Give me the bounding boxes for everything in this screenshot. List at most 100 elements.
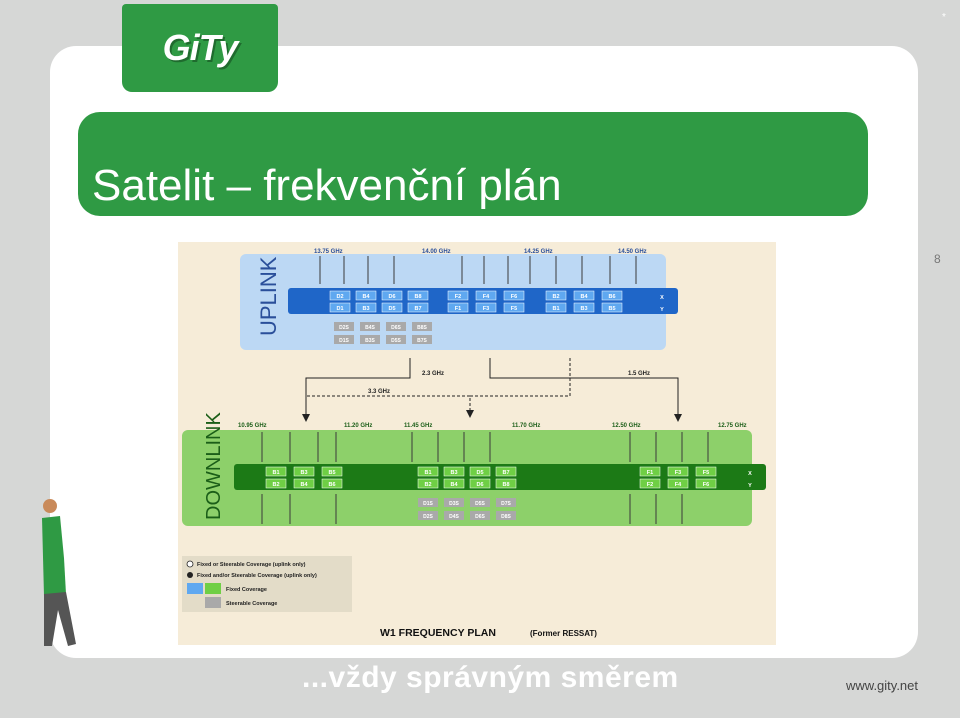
uplink-freq-1: 14.00 GHz — [422, 249, 451, 255]
uplink-ch: B1 — [552, 306, 559, 312]
downlink-steer-ch: D7S — [501, 501, 511, 507]
downlink-steer-ch: D4S — [449, 514, 459, 520]
frequency-plan-figure: UPLINK 13.75 GHz 14.00 GHz 14.25 GHz 14.… — [178, 242, 776, 645]
legend-open-circle-icon — [186, 560, 194, 568]
downlink-ch: D6 — [476, 482, 483, 488]
frequency-plan-diagram: UPLINK 13.75 GHz 14.00 GHz 14.25 GHz 14.… — [182, 249, 766, 639]
downlink-ch: D5 — [476, 470, 483, 476]
downlink-ch: B4 — [300, 482, 308, 488]
title-bar — [78, 112, 868, 216]
legend-fixed-blue-swatch — [187, 583, 203, 594]
uplink-ch: D6 — [388, 294, 395, 300]
gity-logo: GiTy — [162, 27, 239, 68]
downlink-ch: F1 — [647, 470, 653, 476]
uplink-pol-y: Y — [660, 307, 664, 313]
downlink-steer-ch: D8S — [501, 514, 511, 520]
downlink-steer-ch: D6S — [475, 514, 485, 520]
uplink-ch: F6 — [511, 294, 517, 300]
downlink-pol-x: X — [748, 471, 752, 477]
person-head — [43, 499, 57, 513]
downlink-freq-1: 11.20 GHz — [344, 423, 372, 429]
uplink-ch: B3 — [362, 306, 369, 312]
figure-caption: W1 FREQUENCY PLAN — [380, 627, 496, 639]
uplink-steer-ch: D5S — [391, 338, 401, 344]
footer-slogan: ...vždy správným směrem — [302, 661, 679, 694]
uplink-steer-ch: B3S — [365, 338, 375, 344]
uplink-ch: F3 — [483, 306, 489, 312]
downlink-ch: B1 — [272, 470, 279, 476]
downlink-bar — [234, 464, 766, 490]
offset-1-5: 1.5 GHz — [628, 371, 650, 377]
downlink-steerable — [418, 498, 516, 520]
uplink-ch: D5 — [388, 306, 395, 312]
legend-filled-circle-icon — [187, 572, 193, 578]
downlink-freq-4: 12.50 GHz — [612, 423, 641, 429]
downlink-label: DOWNLINK — [203, 412, 225, 520]
legend-item: Fixed Coverage — [226, 587, 267, 593]
figure-caption-sub: (Former RESSAT) — [530, 629, 597, 638]
downlink-steer-ch: D1S — [423, 501, 433, 507]
uplink-steer-ch: D6S — [391, 325, 401, 331]
downlink-freq-3: 11.70 GHz — [512, 423, 540, 429]
uplink-ch: B2 — [552, 294, 559, 300]
logo-tab: GiTy — [122, 4, 278, 92]
offset-3-3: 3.3 GHz — [368, 389, 390, 395]
downlink-ch: B4 — [450, 482, 458, 488]
uplink-ch: F4 — [483, 294, 490, 300]
downlink-ch: F4 — [675, 482, 682, 488]
uplink-ch: F2 — [455, 294, 461, 300]
legend-steerable-swatch — [205, 597, 221, 608]
downlink-steer-ch: D2S — [423, 514, 433, 520]
person-trousers — [44, 592, 76, 646]
uplink-ch: F1 — [455, 306, 461, 312]
downlink-ticks — [261, 432, 709, 524]
downlink-ch: B2 — [272, 482, 279, 488]
downlink-steer-ch: D5S — [475, 501, 485, 507]
uplink-steer-ch: D1S — [339, 338, 349, 344]
downlink-ch: B7 — [502, 470, 509, 476]
downlink-steer-ch: D3S — [449, 501, 459, 507]
downlink-ch: B2 — [424, 482, 431, 488]
slide-title: Satelit – frekvenční plán — [92, 161, 562, 210]
uplink-freq-2: 14.25 GHz — [524, 249, 553, 255]
uplink-channels — [329, 290, 623, 313]
offset-arrowheads — [302, 410, 682, 422]
offset-lines — [305, 358, 679, 420]
uplink-ch: B4 — [580, 294, 588, 300]
uplink-pol-x: X — [660, 295, 664, 301]
legend-item: Fixed or Steerable Coverage (uplink only… — [197, 562, 306, 568]
downlink-freq-0: 10.95 GHz — [238, 423, 267, 429]
footer-url: www.gity.net — [846, 678, 919, 693]
downlink-freq-2: 11.45 GHz — [404, 423, 432, 429]
downlink-ch: B3 — [450, 470, 457, 476]
downlink-pol-y: Y — [748, 483, 752, 489]
uplink-ch: D2 — [336, 294, 343, 300]
downlink-freq-5: 12.75 GHz — [718, 423, 747, 429]
downlink-ch: B5 — [328, 470, 335, 476]
uplink-steerable — [334, 322, 432, 344]
offset-2-3: 2.3 GHz — [422, 371, 444, 377]
downlink-ch: B8 — [502, 482, 509, 488]
downlink-ch: B1 — [424, 470, 431, 476]
uplink-ticks — [319, 256, 637, 284]
uplink-ch: B8 — [414, 294, 421, 300]
downlink-ch: F2 — [647, 482, 653, 488]
uplink-ch: D1 — [336, 306, 343, 312]
downlink-channels — [265, 466, 717, 489]
downlink-ch: B6 — [328, 482, 335, 488]
legend-fixed-green-swatch — [205, 583, 221, 594]
downlink-ch: F5 — [703, 470, 709, 476]
downlink-ch: F3 — [675, 470, 681, 476]
uplink-label: UPLINK — [256, 256, 281, 336]
page-number: 8 — [934, 252, 941, 266]
uplink-ch: F5 — [511, 306, 517, 312]
uplink-freq-0: 13.75 GHz — [314, 249, 343, 255]
uplink-steer-ch: B8S — [417, 325, 427, 331]
downlink-ch: F6 — [703, 482, 709, 488]
uplink-ch: B4 — [362, 294, 370, 300]
uplink-steer-ch: B4S — [365, 325, 375, 331]
uplink-steer-ch: B7S — [417, 338, 427, 344]
uplink-ch: B3 — [580, 306, 587, 312]
uplink-steer-ch: D2S — [339, 325, 349, 331]
legend-item: Fixed and/or Steerable Coverage (uplink … — [197, 573, 317, 579]
